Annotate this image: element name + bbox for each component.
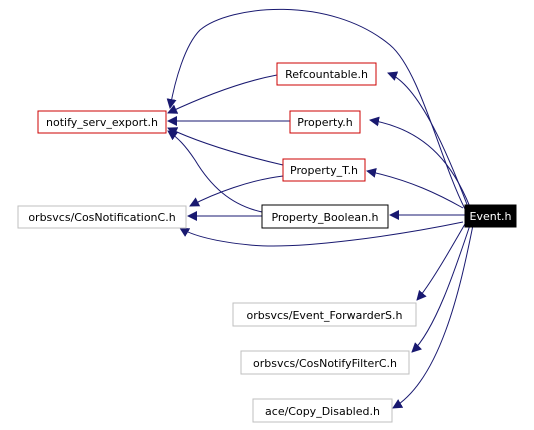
edge-event-to-copy-disabled <box>392 224 474 409</box>
node-refcountable-label: Refcountable.h <box>285 68 368 81</box>
node-cosnotificationc-label: orbsvcs/CosNotificationC.h <box>28 211 175 224</box>
edge-event-to-property-t <box>366 167 464 209</box>
node-event-forwarders[interactable]: orbsvcs/Event_ForwarderS.h <box>232 302 417 327</box>
node-property-t[interactable]: Property_T.h <box>282 158 366 182</box>
edge-event-to-cosnotifyfilterc <box>411 224 471 353</box>
edge-event-to-refcountable <box>387 71 469 208</box>
node-property-boolean[interactable]: Property_Boolean.h <box>261 204 389 229</box>
node-cosnotifyfilterc-label: orbsvcs/CosNotifyFilterC.h <box>253 357 397 370</box>
edge-refcountable-to-notify-serv-export <box>167 74 278 114</box>
node-copy-disabled-label: ace/Copy_Disabled.h <box>265 405 380 418</box>
node-property[interactable]: Property.h <box>289 110 361 134</box>
node-event[interactable]: Event.h <box>464 204 517 228</box>
node-property-t-label: Property_T.h <box>290 164 358 177</box>
node-event-label: Event.h <box>470 210 512 223</box>
edge-property-t-to-cosnotificationc <box>189 175 284 207</box>
node-cosnotifyfilterc[interactable]: orbsvcs/CosNotifyFilterC.h <box>240 350 410 375</box>
node-property-label: Property.h <box>297 116 352 129</box>
node-notify-serv-export[interactable]: notify_serv_export.h <box>37 110 167 134</box>
node-property-boolean-label: Property_Boolean.h <box>271 211 378 224</box>
node-cosnotificationc[interactable]: orbsvcs/CosNotificationC.h <box>17 205 187 229</box>
node-notify-serv-export-label: notify_serv_export.h <box>46 116 158 129</box>
edge-event-to-cosnotificationc <box>179 221 464 247</box>
edge-property-boolean-to-notify-serv-export <box>167 130 263 213</box>
node-event-forwarders-label: orbsvcs/Event_ForwarderS.h <box>247 309 403 322</box>
edge-event-to-property <box>369 116 471 208</box>
node-refcountable[interactable]: Refcountable.h <box>276 62 377 86</box>
node-copy-disabled[interactable]: ace/Copy_Disabled.h <box>252 398 393 423</box>
edge-event-to-event-forwarders <box>416 223 466 301</box>
edge-property-t-to-notify-serv-export <box>167 127 284 166</box>
